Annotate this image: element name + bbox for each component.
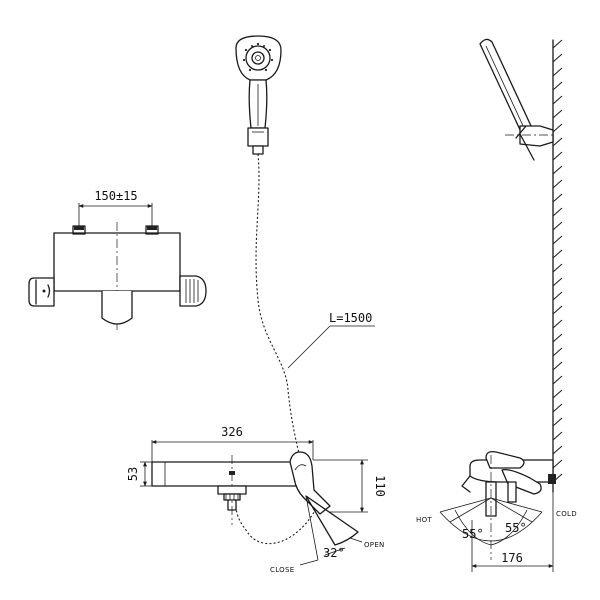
body-height-label: 53 <box>126 467 140 481</box>
total-height-label: 110 <box>373 475 387 497</box>
hot-angle-label: 55° <box>462 527 484 541</box>
side-view: HOT COLD 55° 55° 176 <box>416 38 577 572</box>
hose-length-label: L=1500 <box>329 311 372 325</box>
cold-label: COLD <box>556 510 577 518</box>
hand-shower-front <box>235 35 282 155</box>
cold-angle-label: 55° <box>505 521 527 535</box>
lever-angle-label: 32° <box>323 546 345 560</box>
inlet-spacing-label: 150±15 <box>94 189 137 203</box>
shower-hose <box>255 153 313 501</box>
hose-length-callout: L=1500 <box>287 311 375 369</box>
front-view: 326 53 110 32° OPEN CLOSE <box>126 425 387 574</box>
wall-hatching <box>552 39 563 483</box>
side-depth-label: 176 <box>501 551 523 565</box>
spout-length-label: 326 <box>221 425 243 439</box>
open-label: OPEN <box>364 541 385 549</box>
close-label: CLOSE <box>270 566 294 574</box>
top-view: 150±15 <box>28 189 207 330</box>
hot-label: HOT <box>416 516 432 524</box>
